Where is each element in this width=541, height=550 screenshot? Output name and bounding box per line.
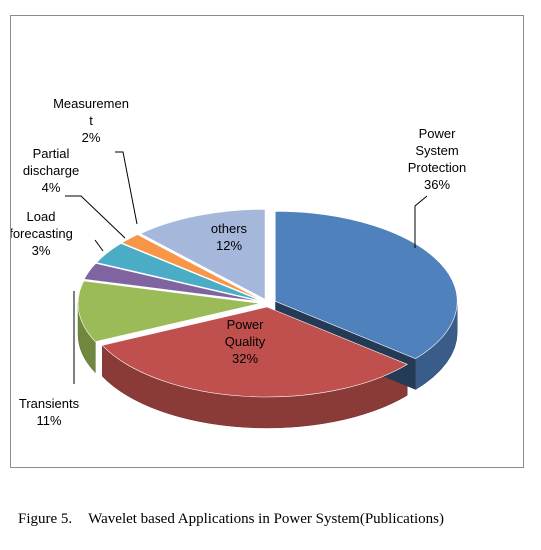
label-transients-pct: 11% xyxy=(36,413,61,428)
label-partial-discharge-pct: 4% xyxy=(42,180,61,195)
pie-slice-others xyxy=(139,208,266,300)
label-power-system-protection-line-0: Power xyxy=(419,126,457,141)
pie-slice-power-system-protection xyxy=(274,210,458,359)
label-load-forecasting-pct: 3% xyxy=(32,243,51,258)
label-power-system-protection-line-2: Protection xyxy=(408,160,467,175)
label-others-pct: 12% xyxy=(216,238,242,253)
label-power-quality-line-0: Power xyxy=(227,317,265,332)
leader-line-load-forecasting xyxy=(94,239,104,252)
pie-slice-power-quality xyxy=(101,306,408,398)
label-measurement-pct: 2% xyxy=(82,130,101,145)
leader-line-measurement xyxy=(115,151,138,225)
figure-caption-number: Figure 5. xyxy=(18,511,73,527)
pie-slice-load-forecasting xyxy=(83,262,261,302)
label-power-quality-line-1: Quality xyxy=(225,334,266,349)
label-load-forecasting-line-0: Load xyxy=(27,209,56,224)
figure-caption: Figure 5. Wavelet based Applications in P… xyxy=(18,511,444,528)
label-partial-discharge-line-1: discharge xyxy=(23,163,79,178)
leader-line-partial-discharge xyxy=(65,195,126,239)
label-power-system-protection-line-1: System xyxy=(415,143,458,158)
pie-slice-measurement xyxy=(121,234,263,301)
label-load-forecasting-line-1: forecasting xyxy=(11,226,73,241)
label-others-line-0: others xyxy=(211,221,248,236)
label-partial-discharge-line-0: Partial xyxy=(33,146,70,161)
label-power-system-protection-pct: 36% xyxy=(424,177,450,192)
label-transients-line-0: Transients xyxy=(19,396,80,411)
label-measurement-line-0: Measuremen xyxy=(53,96,129,111)
pie-slice-partial-discharge xyxy=(95,243,262,302)
leader-line-power-system-protection xyxy=(414,195,428,248)
label-measurement-line-1: t xyxy=(89,113,93,128)
pie-slice-transients xyxy=(77,280,261,343)
figure-caption-text: Wavelet based Applications in Power Syst… xyxy=(88,511,444,527)
label-power-quality-pct: 32% xyxy=(232,351,258,366)
pie-chart: PowerSystemProtection36%PowerQuality32%T… xyxy=(11,96,467,429)
